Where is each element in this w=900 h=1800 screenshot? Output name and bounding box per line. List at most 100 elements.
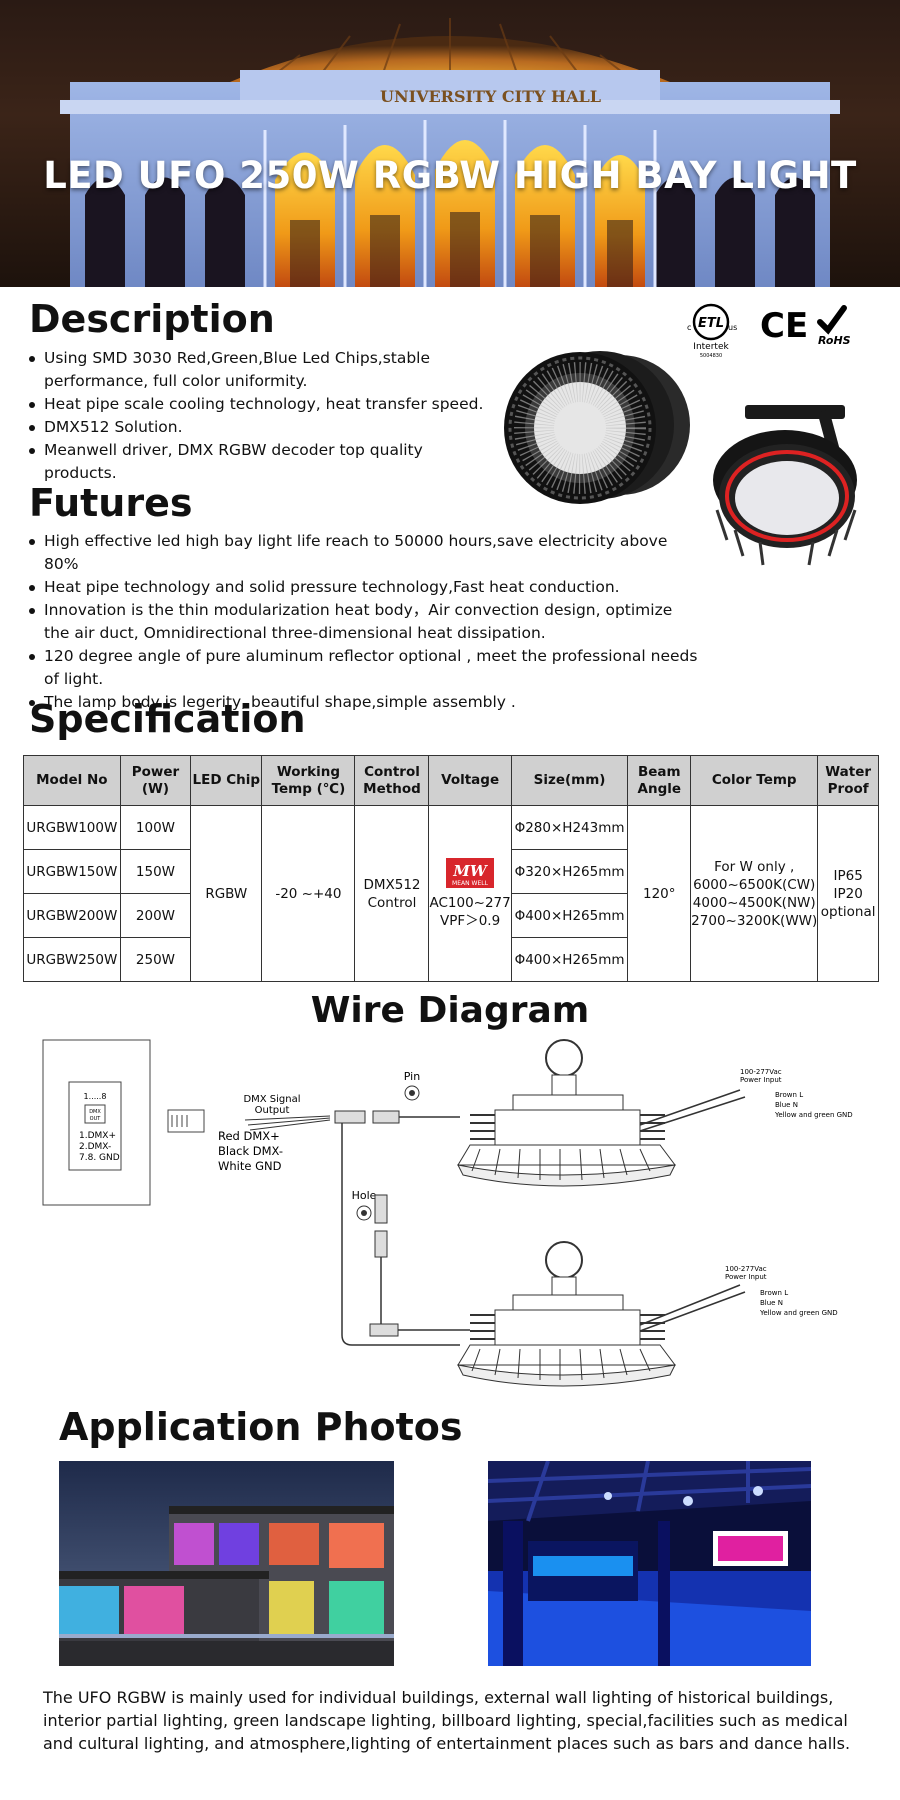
specification-table: Model No Power (W) LED Chip Working Temp… [23, 755, 879, 982]
description-list: Using SMD 3030 Red,Green,Blue Led Chips,… [29, 347, 499, 485]
svg-text:MEAN WELL: MEAN WELL [452, 880, 489, 887]
size-cell: Φ400×H265mm [510, 937, 629, 982]
column-header: Voltage [428, 755, 512, 806]
column-header: LED Chip [190, 755, 263, 806]
table-row: URGBW200W 200W Φ400×H265mm [23, 893, 879, 938]
svg-text:Yellow and green GND: Yellow and green GND [759, 1309, 838, 1317]
meanwell-logo: MW MEAN WELL [446, 857, 495, 888]
svg-text:7.8. GND: 7.8. GND [79, 1153, 120, 1163]
column-header: Control Method [354, 755, 430, 806]
svg-text:MW: MW [452, 862, 489, 880]
svg-text:RoHS: RoHS [818, 334, 851, 347]
color-temp-line: 4000~4500K(NW) [692, 894, 816, 911]
size-cell: Φ280×H243mm [510, 805, 629, 850]
ufo-lamp-drawing [457, 1241, 746, 1387]
voltage-line: AC100~277 [429, 894, 511, 911]
certification-logos: ETL c us Intertek 5004830 CE RoHS [682, 300, 862, 360]
svg-text:Blue N: Blue N [760, 1299, 783, 1307]
power-cell: 250W [119, 937, 192, 982]
city-hall-projection-image: UNIVERSITY CITY HALL [60, 18, 840, 287]
svg-text:Yellow and green GND: Yellow and green GND [774, 1111, 853, 1119]
water-proof-line: optional [820, 903, 876, 920]
svg-text:Red DMX+: Red DMX+ [218, 1129, 280, 1143]
table-header-row: Model No Power (W) LED Chip Working Temp… [23, 755, 879, 806]
futures-item: Heat pipe technology and solid pressure … [29, 576, 699, 599]
column-header: Beam Angle [627, 755, 692, 806]
description-item: Meanwell driver, DMX RGBW decoder top qu… [29, 439, 499, 485]
product-side-image [713, 405, 857, 566]
futures-list: High effective led high bay light life r… [29, 530, 699, 714]
power-cell: 100W [119, 805, 192, 850]
futures-item: 120 degree angle of pure aluminum reflec… [29, 645, 699, 691]
beam-angle-cell: 120° [627, 805, 692, 982]
led-chip-cell: RGBW [190, 805, 263, 982]
svg-text:Brown L: Brown L [775, 1091, 803, 1099]
svg-text:1.....8: 1.....8 [84, 1092, 107, 1101]
column-header: Model No [23, 755, 121, 806]
power-cell: 150W [119, 849, 192, 894]
svg-text:Output: Output [255, 1105, 290, 1116]
water-proof-line: IP20 [833, 885, 863, 902]
model-cell: URGBW150W [23, 849, 121, 894]
bar-blue-lighting-photo [488, 1461, 811, 1666]
ufo-lamp-drawing [457, 1039, 746, 1187]
svg-text:OUT: OUT [90, 1116, 102, 1122]
color-temp-line: 6000~6500K(CW) [693, 876, 816, 893]
table-row: URGBW100W 100W RGBW -20 ~+40 DMX512 Cont… [23, 805, 879, 982]
svg-text:Power Input: Power Input [725, 1273, 767, 1281]
product-front-image [504, 351, 690, 504]
description-heading: Description [29, 297, 275, 341]
svg-text:Black DMX-: Black DMX- [218, 1144, 283, 1158]
wire-diagram: 1.....8 DMX OUT 1.DMX+ 2.DMX- 7.8. GND D… [42, 1039, 853, 1387]
futures-item: Innovation is the thin modularization he… [29, 599, 699, 645]
color-temp-line: For W only , [714, 858, 795, 875]
description-item: Heat pipe scale cooling technology, heat… [29, 393, 499, 416]
svg-text:Power Input: Power Input [740, 1076, 782, 1084]
application-description: The UFO RGBW is mainly used for individu… [43, 1688, 851, 1753]
control-line: DMX512 [363, 876, 421, 893]
table-row: URGBW250W 250W Φ400×H265mm [23, 937, 879, 982]
svg-text:Pin: Pin [404, 1070, 420, 1083]
svg-text:us: us [728, 323, 737, 332]
svg-text:Intertek: Intertek [693, 342, 729, 352]
svg-text:100-277Vac: 100-277Vac [740, 1068, 782, 1076]
svg-text:1.DMX+: 1.DMX+ [79, 1131, 116, 1141]
futures-item: High effective led high bay light life r… [29, 530, 699, 576]
voltage-cell: MW MEAN WELL AC100~277 VPF＞0.9 [428, 805, 512, 982]
water-proof-line: IP65 [833, 867, 863, 884]
svg-text:White GND: White GND [218, 1159, 282, 1173]
building-sign-text: UNIVERSITY CITY HALL [380, 87, 601, 106]
rohs-logo: RoHS [817, 305, 851, 347]
color-temp-line: 2700~3200K(WW) [691, 912, 818, 929]
etl-logo: ETL c us Intertek 5004830 [687, 303, 737, 359]
table-row: URGBW150W 150W Φ320×H265mm [23, 849, 879, 894]
control-method-cell: DMX512 Control [354, 805, 430, 982]
svg-text:Brown L: Brown L [760, 1289, 788, 1297]
model-cell: URGBW100W [23, 805, 121, 850]
wire-diagram-heading: Wire Diagram [310, 990, 590, 1031]
futures-item: The lamp body is legerity, beautiful sha… [29, 691, 699, 714]
voltage-line: VPF＞0.9 [440, 912, 501, 929]
futures-heading: Futures [29, 481, 193, 525]
description-item: DMX512 Solution. [29, 416, 499, 439]
ce-logo: CE [760, 306, 808, 346]
specification-heading: Specification [29, 697, 306, 741]
page-title: LED UFO 250W RGBW HIGH BAY LIGHT [43, 154, 857, 197]
svg-text:c: c [687, 323, 691, 332]
power-cell: 200W [119, 893, 192, 938]
model-cell: URGBW250W [23, 937, 121, 982]
column-header: Size(mm) [510, 755, 629, 806]
description-item: Using SMD 3030 Red,Green,Blue Led Chips,… [29, 347, 499, 393]
column-header: Power (W) [119, 755, 192, 806]
control-line: Control [367, 894, 417, 911]
svg-text:ETL: ETL [698, 316, 724, 331]
model-cell: URGBW200W [23, 893, 121, 938]
water-proof-cell: IP65 IP20 optional [817, 805, 879, 982]
svg-text:DMX: DMX [89, 1109, 101, 1115]
application-heading: Application Photos [59, 1405, 463, 1449]
color-temp-cell: For W only , 6000~6500K(CW) 4000~4500K(N… [690, 805, 819, 982]
size-cell: Φ400×H265mm [510, 893, 629, 938]
house-rgb-lighting-photo [59, 1461, 394, 1666]
svg-text:Hole: Hole [352, 1189, 377, 1202]
working-temp-cell: -20 ~+40 [261, 805, 356, 982]
